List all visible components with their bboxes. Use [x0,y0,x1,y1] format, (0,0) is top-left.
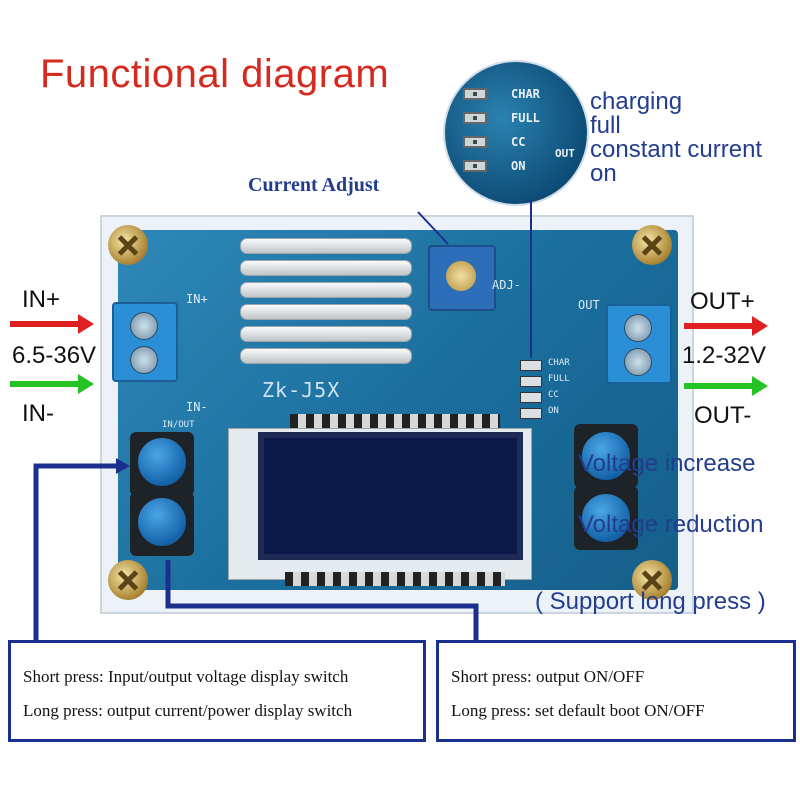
screw-icon [632,560,672,600]
current-adjust-potentiometer[interactable] [428,245,496,311]
led-cc [520,392,542,403]
input-minus-label: IN- [22,400,54,427]
zoom-label-char: CHAR [511,87,540,101]
output-plus-label: OUT+ [690,288,755,315]
legend-full: full [590,112,621,139]
silk-in-out: IN/OUT [162,420,195,430]
voltage-increase-button[interactable] [578,428,634,484]
legend-on: on [590,160,617,187]
current-adjust-label: Current Adjust [248,174,380,196]
legend-constant-current: constant current [590,136,763,163]
input-plus-label: IN+ [22,286,61,313]
zoom-led-full [463,112,487,124]
screw-icon [108,560,148,600]
in-plus-arrow-icon [10,314,94,334]
output-range-label: 1.2-32V [682,342,767,369]
right-short-press-text: Short press: output ON/OFF [451,667,645,686]
output-minus-label: OUT- [694,402,752,429]
led-zoom-inset: CHAR FULL CC ON OUT [445,62,587,204]
silk-in-plus: IN+ [186,292,208,306]
zoom-led-cc [463,136,487,148]
right-callout-box: Short press: output ON/OFF Long press: s… [436,640,796,742]
voltage-reduction-button[interactable] [578,490,634,546]
left-callout-box: Short press: Input/output voltage displa… [8,640,426,742]
diagram-title: Functional diagram [40,52,390,96]
heatsink [240,238,412,364]
silk-led-cc: CC [548,390,559,400]
legend-charging: charging [590,88,683,115]
zoom-label-full: FULL [511,111,540,125]
out-minus-arrow-icon [684,376,768,396]
left-button-callout-line [33,463,118,640]
zoom-label-cc: CC [511,135,526,149]
left-short-press-text: Short press: Input/output voltage displa… [23,667,349,686]
screw-icon [632,225,672,265]
silk-in-minus: IN- [186,400,208,414]
led-char [520,360,542,371]
bottom-button-callout-line [165,560,479,640]
lcd-top-pins [290,414,500,428]
left-top-button[interactable] [134,434,190,490]
screw-icon [108,225,148,265]
board-model-silkscreen: Zk-J5X [262,378,341,402]
silk-led-full: FULL [548,374,570,384]
right-long-press-text: Long press: set default boot ON/OFF [451,701,705,720]
zoom-led-on [463,160,487,172]
lcd-display [258,432,523,560]
led-on [520,408,542,419]
led-full [520,376,542,387]
silk-led-char: CHAR [548,358,570,368]
support-long-press-label: ( Support long press ) [535,588,766,615]
zoom-label-on: ON [511,159,526,173]
zoom-led-char [463,88,487,100]
left-bottom-button[interactable] [134,494,190,550]
silk-out: OUT [578,298,600,312]
output-terminal-block[interactable] [606,304,672,384]
input-range-label: 6.5-36V [12,342,97,369]
lcd-bottom-pins [285,572,505,586]
silk-adj: ADJ- [492,278,521,292]
current-adjust-pointer [417,211,449,245]
voltage-increase-label: Voltage increase [578,450,756,477]
voltage-reduction-label: Voltage reduction [578,511,764,538]
input-terminal-block[interactable] [112,302,178,382]
zoom-label-out: OUT [555,147,575,160]
left-long-press-text: Long press: output current/power display… [23,701,353,720]
in-minus-arrow-icon [10,374,94,394]
out-plus-arrow-icon [684,316,768,336]
silk-led-on: ON [548,406,559,416]
